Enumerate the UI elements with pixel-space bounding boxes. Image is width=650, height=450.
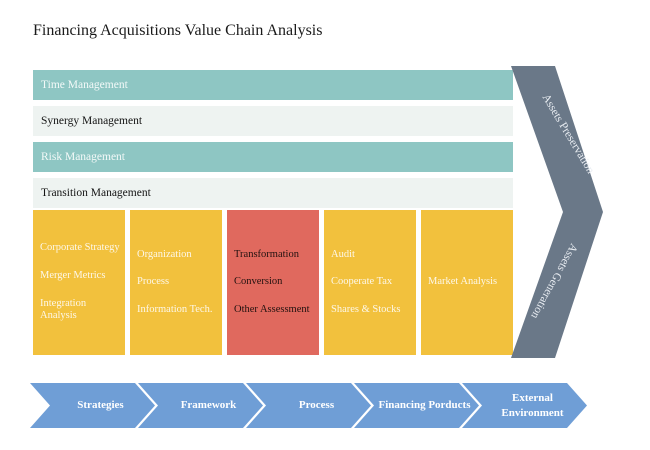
column-financing: Audit Cooperate Tax Shares & Stocks <box>324 210 416 355</box>
row-risk-management: Risk Management <box>33 142 513 172</box>
row-label: Transition Management <box>41 187 151 199</box>
bottom-arrow-financing-products: Financing Porducts <box>354 383 479 428</box>
column-item: Information Tech. <box>137 303 213 315</box>
row-transition-management: Transition Management <box>33 178 513 208</box>
bottom-arrow-process: Process <box>246 383 371 428</box>
assets-arrow: Assets Preservation Assets Generation <box>505 62 607 362</box>
row-label: Risk Management <box>41 151 125 163</box>
row-time-management: Time Management <box>33 70 513 100</box>
bottom-arrow-label: Framework <box>180 399 237 412</box>
column-item: Transformation <box>234 248 299 260</box>
chevron-right-shape <box>462 383 587 428</box>
bottom-arrow-external-environment: External Environment <box>462 383 587 428</box>
column-item: Merger Metrics <box>40 269 106 281</box>
column-item: Organization <box>137 248 192 260</box>
chevron-right-shape <box>246 383 371 428</box>
column-item: Audit <box>331 248 355 260</box>
bottom-arrow-label: Financing Porducts <box>378 399 471 412</box>
bottom-arrow-label: Process <box>298 399 335 412</box>
row-label: Synergy Management <box>41 115 143 127</box>
column-item: Other Assessment <box>234 303 310 315</box>
chevron-right-shape <box>354 383 479 428</box>
column-item: Market Analysis <box>428 276 498 288</box>
column-process: Transformation Conversion Other Assessme… <box>227 210 319 355</box>
row-label: Time Management <box>41 79 128 91</box>
column-strategy: Corporate Strategy Merger Metrics Integr… <box>33 210 125 355</box>
bottom-arrow-strategies: Strategies <box>30 383 155 428</box>
chevron-right-shape <box>30 383 155 428</box>
bottom-arrow-framework: Framework <box>138 383 263 428</box>
column-market: Market Analysis <box>421 210 513 355</box>
bottom-arrow-label: External Environment <box>501 392 564 419</box>
column-item: Integration Analysis <box>40 297 87 322</box>
column-framework: Organization Process Information Tech. <box>130 210 222 355</box>
chevron-right-shape <box>511 66 603 358</box>
row-synergy-management: Synergy Management <box>33 106 513 136</box>
column-item: Corporate Strategy <box>40 242 120 254</box>
column-item: Conversion <box>234 276 283 288</box>
column-item: Cooperate Tax <box>331 276 393 288</box>
column-item: Shares & Stocks <box>331 303 401 315</box>
diagram-title: Financing Acquisitions Value Chain Analy… <box>33 22 323 39</box>
column-item: Process <box>137 276 170 288</box>
bottom-arrow-label: Strategies <box>77 399 124 412</box>
chevron-right-shape <box>138 383 263 428</box>
